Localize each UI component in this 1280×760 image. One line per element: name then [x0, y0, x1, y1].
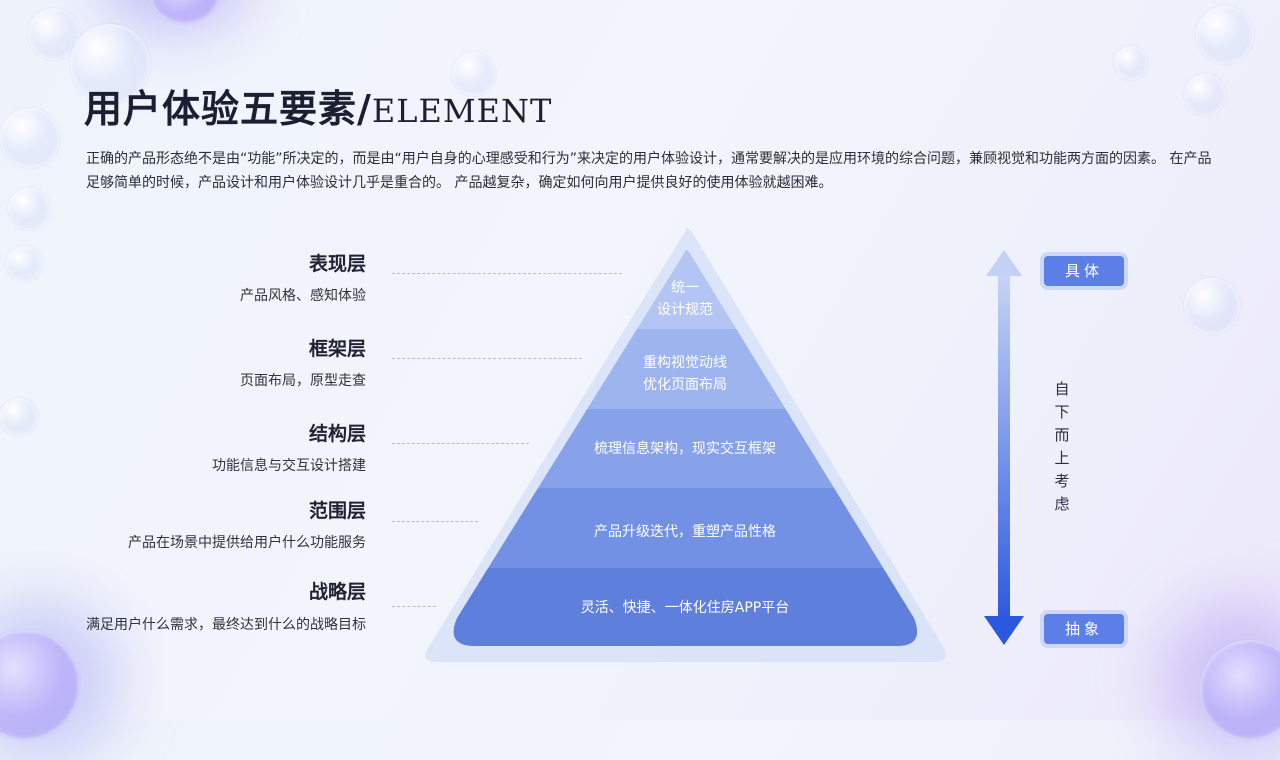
layer-sub-strategy: 满足用户什么需求，最终达到什么的战略目标 — [86, 617, 366, 633]
leader-line — [392, 443, 529, 444]
direction-char: 自 — [1054, 380, 1070, 398]
layer-sub-surface: 产品风格、感知体验 — [240, 288, 366, 304]
direction-char: 上 — [1054, 449, 1070, 467]
decor-bubble — [1184, 74, 1226, 116]
decor-bubble — [452, 52, 496, 96]
direction-char: 而 — [1054, 426, 1070, 444]
layer-name-skeleton: 框架层 — [308, 338, 366, 360]
title-en: ELEMENT — [371, 92, 553, 130]
layer-name-structure: 结构层 — [308, 423, 366, 445]
decor-bubble — [70, 24, 150, 104]
leader-line — [392, 521, 478, 522]
pyramid-layer-scope — [453, 488, 918, 568]
pyramid-text-line: 重构视觉动线 — [643, 355, 727, 371]
decor-bubble — [1196, 6, 1254, 64]
pyramid-text-line: 优化页面布局 — [643, 377, 727, 393]
direction-char: 下 — [1054, 403, 1070, 421]
layer-name-scope: 范围层 — [308, 500, 366, 522]
scale-arrow-head-top — [986, 250, 1022, 276]
layer-name-surface: 表现层 — [308, 253, 366, 275]
intro-paragraph: 正确的产品形态绝不是由“功能”所决定的，而是由“用户自身的心理感受和行为”来决定… — [86, 151, 1212, 191]
pyramid-text-surface: 统一 设计规范 — [635, 277, 735, 321]
tag-concrete: 具体 — [1044, 256, 1124, 286]
title-cn: 用户体验五要素/ — [84, 87, 372, 131]
leader-line — [392, 606, 436, 607]
direction-char: 虑 — [1054, 495, 1070, 513]
pyramid-text-structure: 梳理信息架构，现实交互框架 — [594, 441, 776, 457]
layer-sub-skeleton: 页面布局，原型走查 — [240, 373, 366, 389]
pyramid-diagram — [425, 227, 1024, 662]
decor-bubble — [1114, 46, 1148, 80]
decor-bubble — [6, 246, 42, 282]
pyramid-text-line: 统一 — [671, 280, 699, 296]
layer-sub-scope: 产品在场景中提供给用户什么功能服务 — [128, 535, 366, 551]
decor-bubble — [8, 188, 50, 230]
direction-text: 自 下 而 上 考 虑 — [1052, 378, 1072, 516]
decor-bubble — [1184, 278, 1240, 334]
direction-char: 考 — [1054, 472, 1070, 490]
decor-bubble — [0, 108, 60, 168]
leader-line — [392, 273, 622, 274]
tag-abstract: 抽象 — [1044, 614, 1124, 644]
pyramid-text-strategy: 灵活、快捷、一体化住房APP平台 — [580, 600, 790, 616]
layer-sub-structure: 功能信息与交互设计搭建 — [212, 458, 366, 474]
pyramid-layer-strategy — [453, 568, 918, 646]
scale-arrow-head-bottom — [984, 616, 1024, 645]
scale-arrow-shaft — [998, 272, 1010, 622]
pyramid-text-line: 设计规范 — [657, 302, 713, 318]
layer-name-strategy: 战略层 — [308, 581, 366, 603]
pyramid-text-scope: 产品升级迭代，重塑产品性格 — [594, 524, 776, 540]
page-title: 用户体验五要素/ELEMENT — [84, 78, 552, 133]
decor-bubble — [0, 398, 38, 436]
pyramid-text-skeleton: 重构视觉动线 优化页面布局 — [605, 352, 765, 396]
leader-line — [392, 358, 582, 359]
